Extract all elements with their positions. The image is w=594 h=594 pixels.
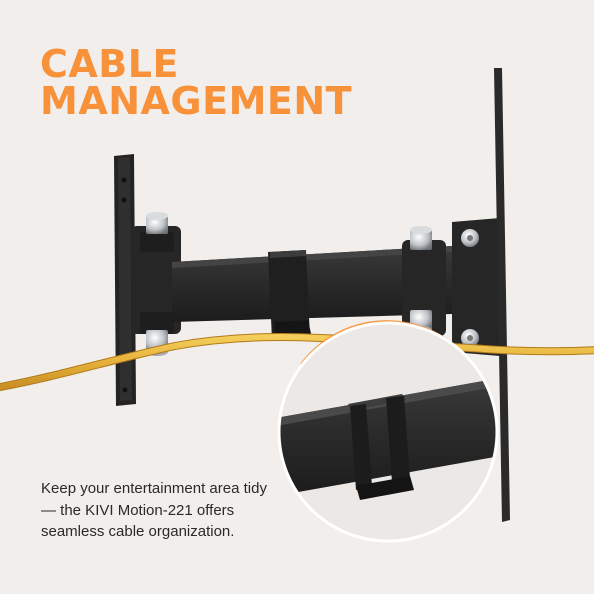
wall-plate — [114, 154, 136, 406]
mount-arm — [172, 246, 452, 322]
cable-clip — [268, 250, 312, 340]
headline-line-1: CABLE — [40, 42, 179, 86]
headline: CABLE MANAGEMENT — [40, 42, 353, 123]
inset-zoom — [277, 320, 499, 543]
tv-plate — [452, 68, 510, 522]
right-pivot — [402, 226, 446, 336]
headline-line-2: MANAGEMENT — [40, 79, 353, 123]
yellow-cable — [0, 332, 594, 392]
description-text: Keep your entertainment area tidy — the … — [41, 480, 267, 540]
